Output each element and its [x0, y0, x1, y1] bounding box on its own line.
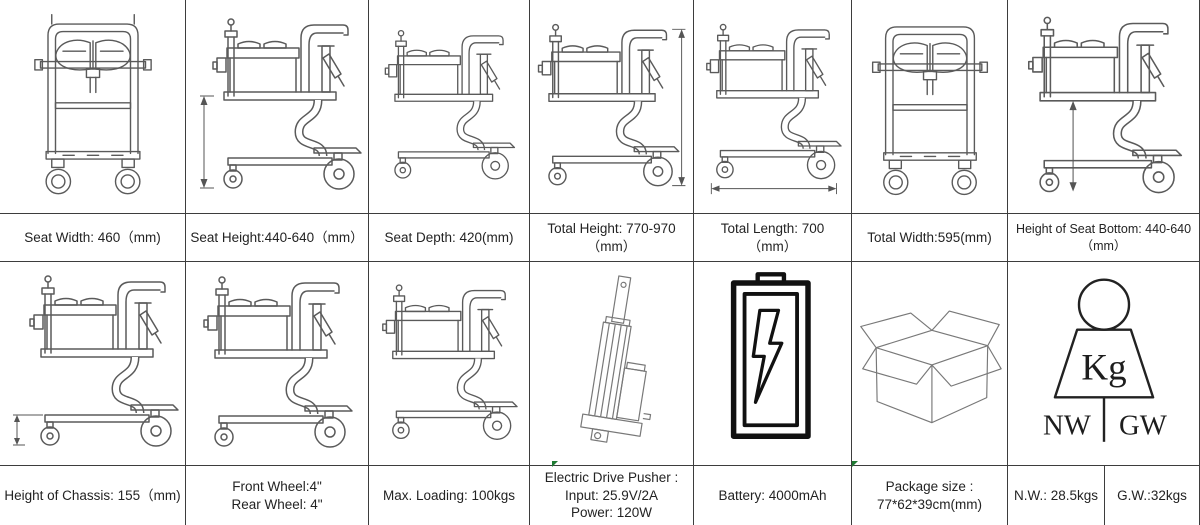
drawing-cell-package — [852, 262, 1008, 465]
spec-label-seat-height: Seat Height:440-640（mm） — [186, 213, 369, 262]
gross-weight-abbr-label: GW — [1118, 409, 1167, 441]
battery-bolt-icon — [730, 271, 811, 439]
drawing-cell-side-view-b — [369, 262, 530, 465]
side-view-total-height-icon — [530, 9, 686, 205]
drawing-cell-total-length — [694, 0, 852, 213]
drawing-cell-seat-depth — [369, 0, 530, 213]
spec-label-seat-width: Seat Width: 460（mm) — [0, 213, 186, 262]
side-view-total-length-icon — [695, 14, 851, 194]
spec-label-seat-bottom-height: Height of Seat Bottom: 440-640 （mm） — [1008, 213, 1200, 262]
drawing-cell-seat-height — [186, 0, 369, 213]
drawing-cell-battery — [694, 262, 852, 465]
spec-label-gross-weight: G.W.:32kgs — [1105, 465, 1200, 525]
side-view-seat-bottom-icon — [1014, 6, 1194, 208]
spec-label-chassis-height: Height of Chassis: 155（mm) — [0, 465, 186, 525]
drawing-cell-seat-bottom-height — [1008, 0, 1200, 213]
drawing-cell-total-width — [852, 0, 1008, 213]
linear-actuator-icon — [579, 274, 651, 443]
side-view-lift-icon — [371, 275, 527, 453]
side-view-seat-height-icon — [200, 8, 364, 206]
spec-label-wheels: Front Wheel:4" Rear Wheel: 4" — [186, 465, 369, 525]
green-corner-marker — [852, 461, 858, 467]
spec-label-max-loading: Max. Loading: 100kgs — [369, 465, 530, 525]
drawing-cell-chassis-height — [0, 262, 186, 465]
side-view-lift-icon — [374, 21, 524, 192]
front-view-lift-icon — [871, 25, 988, 195]
spec-label-total-length: Total Length: 700 （mm） — [694, 213, 852, 262]
spec-label-total-height: Total Height: 770-970 （mm） — [530, 213, 694, 262]
spec-label-net-weight: N.W.: 28.5kgs — [1008, 465, 1105, 525]
spec-label-total-width: Total Width:595(mm) — [852, 213, 1008, 262]
drawing-cell-front-view — [0, 0, 186, 213]
drawing-cell-side-view-a — [186, 262, 369, 465]
spec-label-drive-pusher: Electric Drive Pusher : Input: 25.9V/2A … — [530, 465, 694, 525]
net-weight-abbr-label: NW — [1043, 409, 1092, 441]
spec-label-seat-depth: Seat Depth: 420(mm) — [369, 213, 530, 262]
side-view-chassis-height-icon — [12, 265, 181, 463]
drawing-cell-weight: Kg NW GW — [1008, 262, 1200, 465]
open-box-icon — [859, 310, 1002, 423]
front-view-lift-icon — [33, 13, 152, 194]
drawing-cell-total-height — [530, 0, 694, 213]
drawing-cell-actuator — [530, 262, 694, 465]
side-view-lift-icon — [191, 266, 363, 462]
kg-unit-label: Kg — [1081, 347, 1126, 388]
spec-label-battery: Battery: 4000mAh — [694, 465, 852, 525]
spec-label-package-size: Package size : 77*62*39cm(mm) — [852, 465, 1008, 525]
green-corner-marker — [552, 461, 558, 467]
weight-kg-icon: Kg NW GW — [1043, 278, 1167, 442]
